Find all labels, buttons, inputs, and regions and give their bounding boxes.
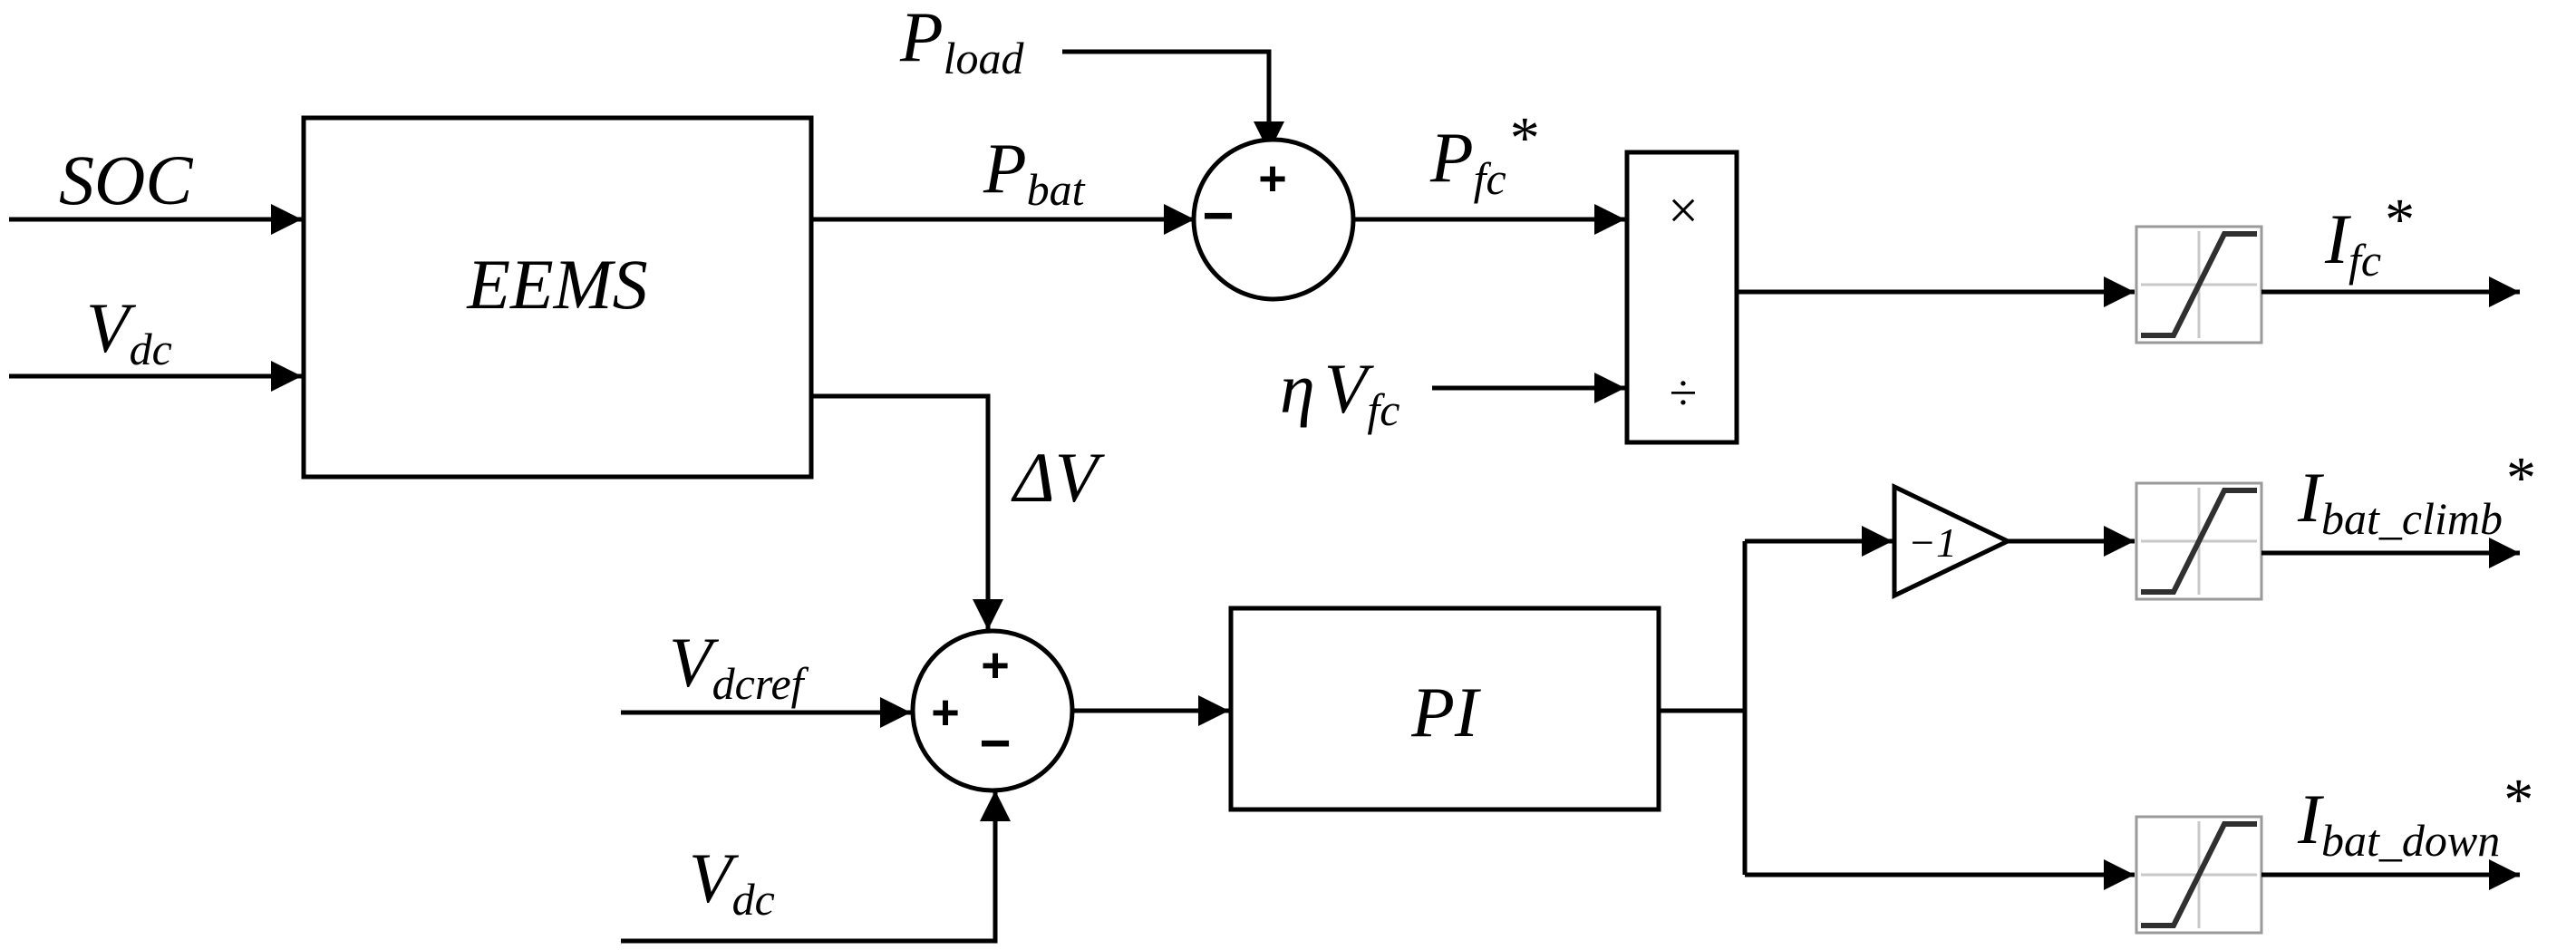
delta-v-arrow xyxy=(811,393,1003,630)
vdc-top-label: Vdc xyxy=(86,288,172,374)
saturation-icon xyxy=(2135,815,2263,935)
sum2-top-sign: + xyxy=(981,638,1010,693)
ifc-label: Ifc* xyxy=(2324,187,2415,286)
ibat-climb-label: Ibat_climb* xyxy=(2297,445,2536,544)
multiply-symbol: × xyxy=(1668,180,1699,240)
sum1-left-sign: − xyxy=(1202,185,1234,246)
soc-label: SOC xyxy=(59,141,193,219)
saturation-icon xyxy=(2135,481,2263,601)
vdcref-label: Vdcref xyxy=(669,623,809,709)
delta-v-label: ΔV xyxy=(1011,438,1106,517)
vdc-bottom-arrow xyxy=(621,790,1011,944)
divide-symbol: ÷ xyxy=(1670,365,1698,422)
sum1-top-sign: + xyxy=(1258,151,1287,206)
gain-label: −1 xyxy=(1908,519,1957,566)
pbat-label: Pbat xyxy=(983,129,1086,215)
pload-label: Pload xyxy=(899,0,1025,83)
pi-label: PI xyxy=(1410,673,1482,751)
ibat-down-label: Ibat_down* xyxy=(2297,767,2533,866)
pload-arrow xyxy=(1062,49,1284,152)
sum2-bottom-sign: − xyxy=(979,712,1011,773)
eems-block xyxy=(301,115,814,480)
vdc-bottom-label: Vdc xyxy=(689,839,775,925)
sum2-left-sign: + xyxy=(931,685,960,740)
gain-block xyxy=(1892,483,2013,599)
pfc-label: Pfc* xyxy=(1429,105,1540,204)
eems-label: EEMS xyxy=(466,245,647,324)
multiply-divide-block xyxy=(1624,150,1739,445)
saturation-icon xyxy=(2135,225,2263,344)
